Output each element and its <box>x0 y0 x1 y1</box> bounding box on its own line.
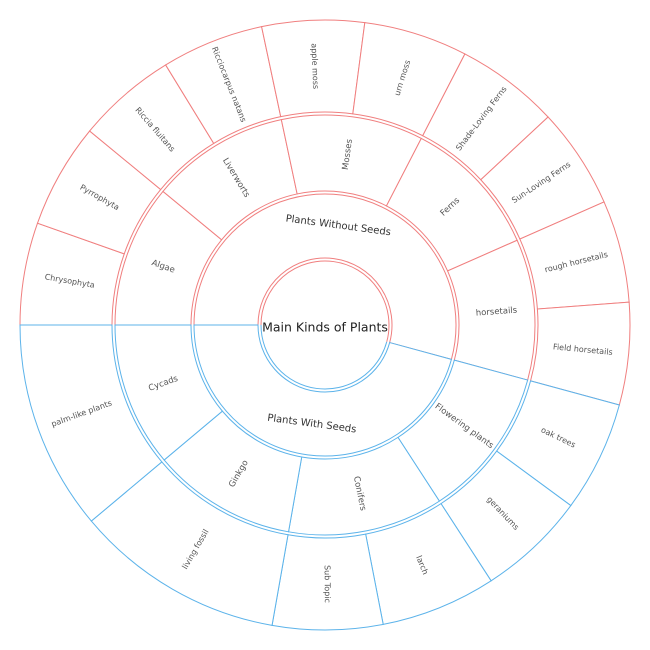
root-circle-lower <box>260 324 388 390</box>
leaf-label: apple moss <box>309 43 320 89</box>
root-label[interactable]: Main Kinds of Plants <box>262 320 388 335</box>
group-segment[interactable] <box>193 324 453 457</box>
category-segment[interactable] <box>114 324 224 461</box>
category-label: horsetails <box>475 306 518 319</box>
category-label: Mosses <box>341 138 355 171</box>
leaf-segment[interactable] <box>19 324 163 522</box>
root-circle-upper <box>260 260 390 342</box>
group-segment[interactable] <box>193 193 457 360</box>
leaf-label: Sub Topic <box>323 565 332 603</box>
